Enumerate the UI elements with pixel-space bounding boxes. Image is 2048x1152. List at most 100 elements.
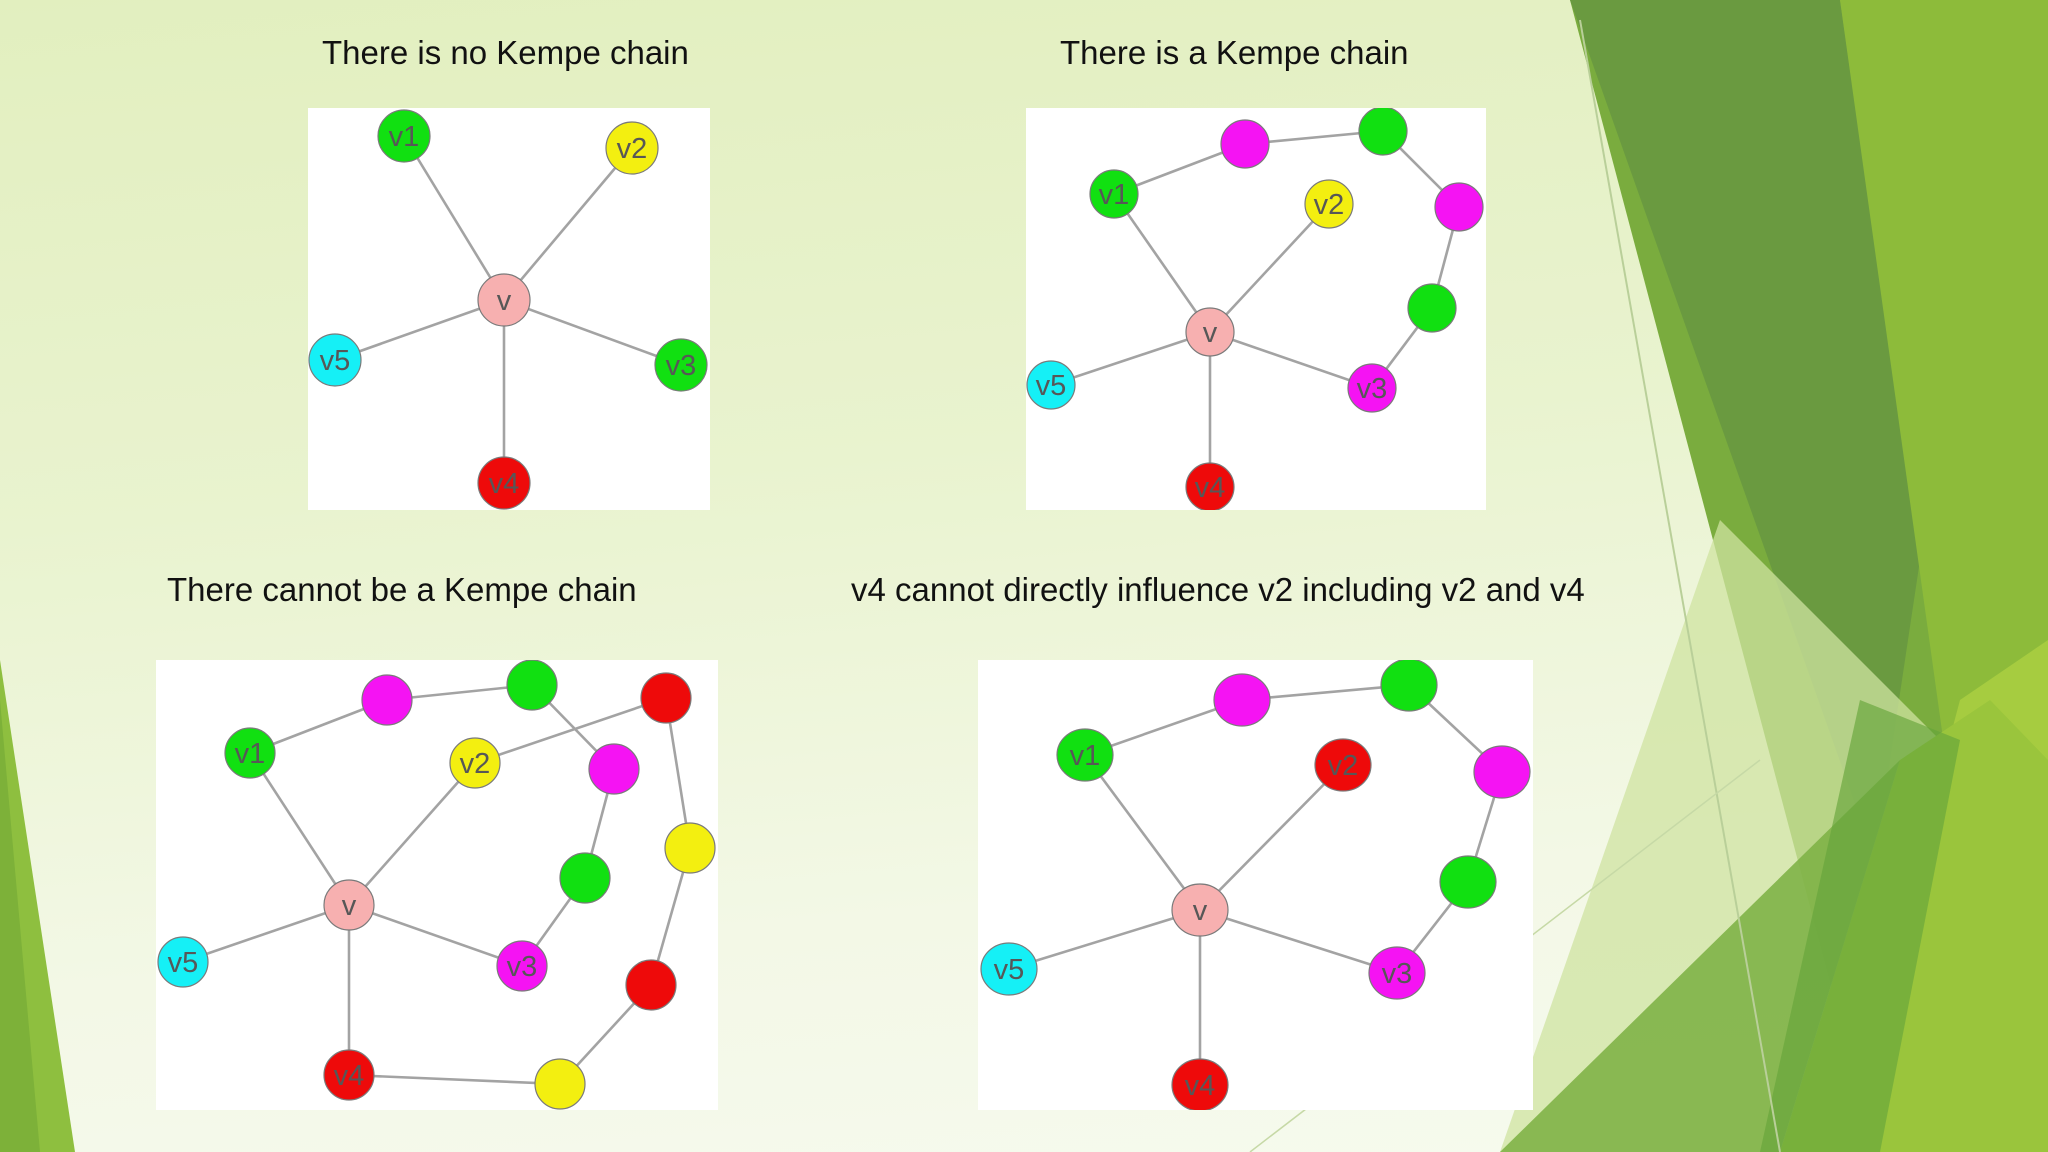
graph-node-circle xyxy=(1185,307,1235,357)
graph-node-circle xyxy=(377,109,431,163)
graph-node-circle xyxy=(1380,660,1438,712)
graph-node-circle xyxy=(625,959,677,1011)
graph-node xyxy=(588,743,640,795)
graph-node-label: v1 xyxy=(1070,740,1101,772)
graph-node xyxy=(506,660,558,711)
graph-node-circle xyxy=(1056,728,1114,782)
graph-node xyxy=(1220,119,1270,169)
graph-node-v5: v5 xyxy=(1026,360,1076,410)
graph-node-label: v3 xyxy=(507,951,538,983)
graph-node xyxy=(1434,182,1484,232)
graph-node-circle xyxy=(534,1058,586,1110)
graph-edge xyxy=(248,752,351,906)
graph-node-circle xyxy=(1473,745,1531,799)
graph-edge xyxy=(1209,203,1330,333)
graph-node-circle xyxy=(323,879,375,931)
graph-node xyxy=(1213,673,1271,727)
graph-edge xyxy=(503,298,682,367)
graph-node-label: v1 xyxy=(1099,179,1130,211)
graph-node-circle xyxy=(1347,363,1397,413)
graph-node-label: v5 xyxy=(1036,370,1067,402)
graph-node-v4: v4 xyxy=(477,456,531,510)
graph-edge xyxy=(1050,330,1211,387)
graph-node-circle xyxy=(496,940,548,992)
graph-node-circle xyxy=(1314,738,1372,792)
graph-node-label: v xyxy=(1193,895,1208,927)
graph-node-circle xyxy=(1368,946,1426,1000)
graph-node-label: v2 xyxy=(1314,189,1345,221)
graph-node xyxy=(664,822,716,874)
graph-node-v1: v1 xyxy=(224,727,276,779)
graph-node-circle xyxy=(559,852,611,904)
graph-node-circle xyxy=(640,672,692,724)
graph-node-label: v2 xyxy=(617,133,648,165)
graph-node-circle xyxy=(157,936,209,988)
graph-panel-4: v v1 v2 v3 v4 v5 xyxy=(978,660,1533,1110)
graph-node-circle xyxy=(1213,673,1271,727)
graph-node-circle xyxy=(1171,1058,1229,1110)
graph-node xyxy=(534,1058,586,1110)
graph-node-circle xyxy=(1304,179,1354,229)
graph-node-label: v3 xyxy=(666,350,697,382)
graph-edge xyxy=(474,696,667,765)
graph-node-label: v3 xyxy=(1382,958,1413,990)
graph-node-v1: v1 xyxy=(377,109,431,163)
graph-node-v5: v5 xyxy=(980,942,1038,996)
graph-node-v1: v1 xyxy=(1056,728,1114,782)
graph-node xyxy=(640,672,692,724)
graph-node-label: v4 xyxy=(1185,1070,1216,1102)
graph-node xyxy=(625,959,677,1011)
graph-node-label: v4 xyxy=(489,468,520,500)
panel-title-3: There cannot be a Kempe chain xyxy=(167,571,637,608)
graph-node-circle xyxy=(308,333,362,387)
graph-node-circle xyxy=(654,338,708,392)
graph-node-circle xyxy=(1358,108,1408,156)
graph-edge xyxy=(1112,193,1212,333)
graph-4: v v1 v2 v3 v4 v5 xyxy=(980,660,1531,1110)
graph-node-v3: v3 xyxy=(654,338,708,392)
graph-edge xyxy=(348,762,476,906)
graph-node-circle xyxy=(1185,462,1235,510)
graph-node-circle xyxy=(1171,883,1229,937)
graph-node-label: v1 xyxy=(235,738,266,770)
graph-node-v4: v4 xyxy=(323,1049,375,1101)
graph-node-label: v5 xyxy=(320,345,351,377)
graph-edge xyxy=(1209,330,1373,390)
graph-node-circle xyxy=(664,822,716,874)
graph-node-v1: v1 xyxy=(1089,169,1139,219)
graph-node-label: v5 xyxy=(168,947,199,979)
graph-node-circle xyxy=(477,456,531,510)
graph-edge xyxy=(1199,764,1344,911)
graph-node-label: v5 xyxy=(994,954,1025,986)
graph-node-circle xyxy=(1220,119,1270,169)
graph-node-circle xyxy=(449,737,501,789)
graph-node-circle xyxy=(224,727,276,779)
graph-edge xyxy=(348,1073,561,1086)
graph-node xyxy=(1473,745,1531,799)
graph-node xyxy=(559,852,611,904)
graph-node-circle xyxy=(1089,169,1139,219)
graph-node-v: v xyxy=(1171,883,1229,937)
graph-node-circle xyxy=(323,1049,375,1101)
graph-node-label: v3 xyxy=(1357,373,1388,405)
graph-edge xyxy=(182,903,350,964)
graph-node-label: v4 xyxy=(334,1060,365,1092)
graph-node-circle xyxy=(477,273,531,327)
graph-edge xyxy=(503,147,633,301)
graph-node-label: v2 xyxy=(1328,750,1359,782)
graph-node xyxy=(1380,660,1438,712)
graph-node-circle xyxy=(506,660,558,711)
graph-node-v: v xyxy=(477,273,531,327)
graph-edge xyxy=(334,298,505,362)
graph-node-v3: v3 xyxy=(1368,946,1426,1000)
graph-node-v2: v2 xyxy=(449,737,501,789)
graph-panel-1: v v1 v2 v3 v4 v5 xyxy=(308,108,710,510)
graph-node-circle xyxy=(605,121,659,175)
graph-node-v3: v3 xyxy=(496,940,548,992)
graph-node xyxy=(361,674,413,726)
graph-node-label: v xyxy=(1203,317,1218,349)
